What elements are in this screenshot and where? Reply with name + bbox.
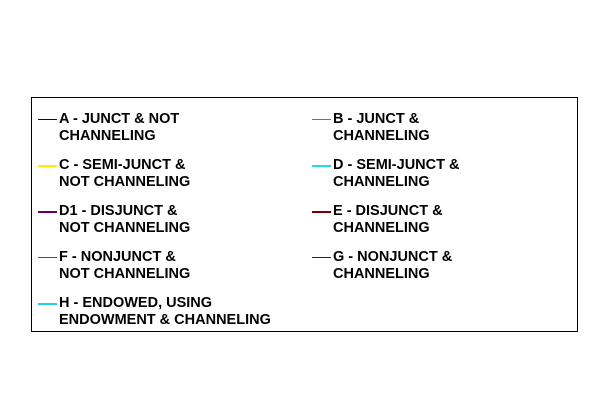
legend-swatch-a bbox=[38, 119, 57, 120]
legend-label-d: D - SEMI-JUNCT & CHANNELING bbox=[333, 157, 460, 190]
legend-label-f: F - NONJUNCT & NOT CHANNELING bbox=[59, 249, 191, 282]
legend-label-g: G - NONJUNCT & CHANNELING bbox=[333, 249, 453, 282]
legend-label-d1: D1 - DISJUNCT & NOT CHANNELING bbox=[59, 203, 191, 236]
legend-swatch-h bbox=[38, 303, 57, 305]
legend-box: A - JUNCT & NOT CHANNELING B - JUNCT & C… bbox=[31, 97, 578, 332]
legend-swatch-b bbox=[312, 119, 331, 120]
legend-label-c: C - SEMI-JUNCT & NOT CHANNELING bbox=[59, 157, 191, 190]
legend-label-e: E - DISJUNCT & CHANNELING bbox=[333, 203, 443, 236]
legend-label-h: H - ENDOWED, USING ENDOWMENT & CHANNELIN… bbox=[59, 295, 271, 328]
legend-swatch-c bbox=[38, 165, 57, 167]
legend-label-b: B - JUNCT & CHANNELING bbox=[333, 111, 430, 144]
legend-swatch-d bbox=[312, 165, 331, 167]
legend-label-a: A - JUNCT & NOT CHANNELING bbox=[59, 111, 180, 144]
legend-swatch-f bbox=[38, 257, 57, 258]
legend-swatch-g bbox=[312, 257, 331, 258]
legend-swatch-d1 bbox=[38, 211, 57, 213]
legend-swatch-e bbox=[312, 211, 331, 213]
